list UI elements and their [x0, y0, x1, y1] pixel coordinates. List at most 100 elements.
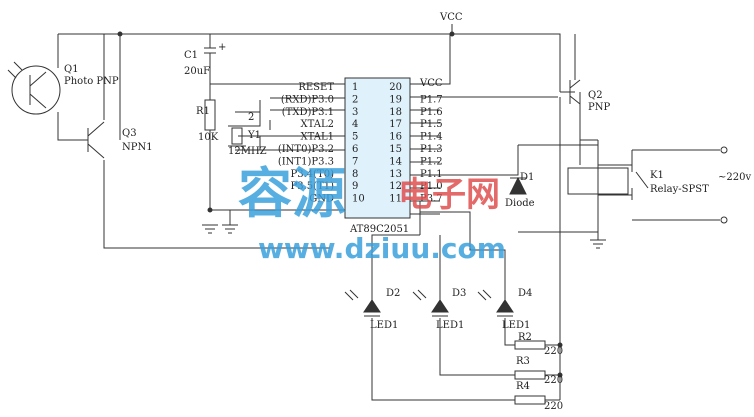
mcu-pin-number: 2 [352, 94, 358, 105]
mcu-pin-number: 4 [352, 119, 358, 130]
r1-resistor [204, 99, 216, 131]
y1-value: 12MHZ [228, 146, 267, 157]
d1-ref: D1 [520, 172, 534, 183]
mcu-pin-label: RESET [298, 82, 334, 93]
mcu-name: AT89C2051 [349, 224, 409, 235]
led-d4 [496, 299, 514, 317]
mcu-pin-number: 11 [389, 194, 402, 205]
relay-coil [567, 167, 629, 195]
k1-type: Relay-SPST [650, 184, 709, 195]
q1-transistor-body [11, 65, 61, 115]
mcu-pin-number: 5 [352, 132, 358, 143]
c1-value: 20uF [184, 66, 210, 77]
d3-type: LED1 [436, 320, 464, 331]
y1-pin: 2 [248, 112, 254, 123]
r4-ref: R4 [516, 381, 530, 392]
c1-ref: C1 [184, 50, 198, 61]
q1-type: Photo PNP [64, 76, 119, 87]
mcu-pin-label: (RXD)P3.0 [281, 94, 334, 105]
watermark-cn-small: 电子网 [398, 175, 500, 215]
mcu-pin-number: 18 [389, 107, 402, 118]
led-d3 [431, 299, 449, 317]
mcu-pin-number: 8 [352, 169, 358, 180]
mcu-pin-label: P1.5 [420, 119, 443, 130]
junction [557, 342, 563, 348]
mcu-pin-number: 16 [389, 132, 402, 143]
mcu-pin-label: P3.7 [420, 194, 443, 205]
wires [57, 24, 720, 401]
r3-ref: R3 [516, 356, 530, 367]
junction [207, 207, 213, 213]
q1-ref: Q1 [64, 64, 79, 75]
mcu-vcc-pin-label: VCC [419, 78, 443, 89]
diode-d1 [509, 176, 527, 195]
r4-value: 220 [544, 401, 563, 412]
mcu-chip [344, 77, 411, 219]
d2-type: LED1 [370, 320, 398, 331]
q2-ref: Q2 [588, 90, 603, 101]
q2-type: PNP [588, 102, 610, 113]
q1-transistor-leads [29, 71, 47, 109]
mcu-pin-label: P1.2 [420, 156, 443, 167]
mcu-pin-label: (INT0)P3.2 [278, 144, 334, 155]
vcc-label: VCC [439, 12, 463, 23]
r2-ref: R2 [518, 332, 532, 343]
q3-type: NPN1 [122, 142, 153, 153]
led-d2 [363, 299, 381, 317]
components [7, 31, 728, 405]
watermark-cn-big: 容源 [238, 162, 346, 225]
mcu-pin-label: P3.4(T0) [291, 169, 335, 180]
q2-transistor [569, 79, 581, 105]
junction [449, 31, 455, 37]
mcu-pin-label: P1.7 [420, 94, 443, 105]
mcu-pin-number: 9 [352, 181, 358, 192]
mcu-pin-label: XTAL1 [301, 132, 334, 143]
mcu-pin-label: GND [309, 194, 334, 205]
mcu-pin-number: 15 [389, 144, 402, 155]
resistor-r3 [514, 370, 546, 380]
crystal-y1 [231, 127, 243, 145]
c1-polarity: + [218, 42, 226, 53]
resistor-r4 [514, 395, 546, 405]
k1-ref: K1 [650, 170, 664, 181]
d4-ref: D4 [518, 288, 532, 299]
junction [117, 31, 123, 37]
q3-transistor [87, 121, 105, 159]
mcu-pin-number: 17 [389, 119, 402, 130]
resistor-r2 [514, 340, 546, 350]
mcu-pin-number: 12 [389, 181, 402, 192]
mcu-pin-label: P1.6 [420, 107, 443, 118]
crystal-plates [228, 125, 246, 147]
ac-terminal-top [720, 146, 728, 154]
r1-ref: R1 [196, 106, 210, 117]
mcu-pin-label: P1.1 [420, 169, 443, 180]
mcu-pin-number: 6 [352, 144, 358, 155]
d1-type: Diode [505, 198, 535, 209]
led-light-arrows [344, 289, 492, 301]
d2-ref: D2 [386, 288, 400, 299]
ac-supply-label: ~220v [718, 172, 751, 183]
r2-value: 220 [544, 346, 563, 357]
mcu-pin-number: 13 [389, 169, 402, 180]
ground-left [202, 224, 238, 234]
photo-light-arrows [7, 61, 23, 79]
ground-right [590, 239, 606, 249]
q3-ref: Q3 [122, 128, 137, 139]
mcu-pin-number: 3 [352, 107, 358, 118]
y1-ref: Y1 [247, 130, 261, 141]
d3-ref: D3 [452, 288, 466, 299]
mcu-pin-number: 10 [352, 194, 365, 205]
mcu-pin-number: 20 [389, 82, 402, 93]
mcu-pin-label: P1.0 [420, 181, 443, 192]
mcu-pin-label: XTAL2 [301, 119, 334, 130]
watermark-url: www.dziuu.com [258, 232, 506, 265]
r1-value: 10K [198, 132, 219, 143]
mcu-pin-label: (TXD)P3.1 [282, 107, 334, 118]
relay-contact [635, 171, 649, 189]
junction [557, 372, 563, 378]
mcu-pin-number: 7 [352, 156, 358, 167]
mcu-pin-label: P1.4 [420, 132, 443, 143]
